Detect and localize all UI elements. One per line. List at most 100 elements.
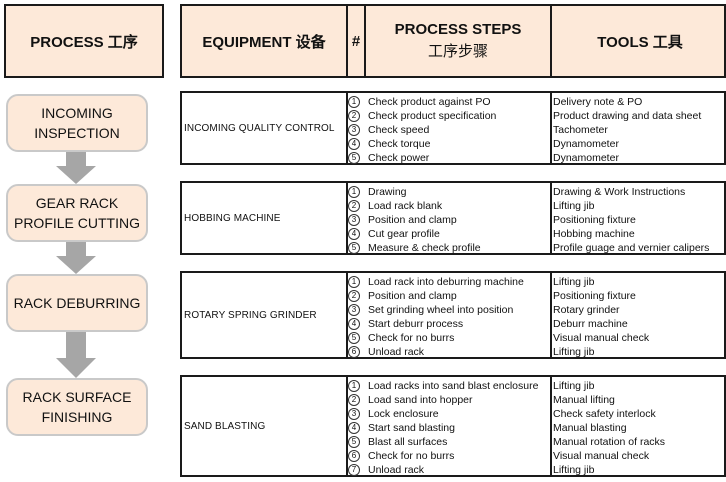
equipment-cell: SAND BLASTING xyxy=(182,377,346,475)
tool-text: Manual blasting xyxy=(553,422,627,434)
header-tools: TOOLS 工具 xyxy=(552,6,726,76)
tool-text: Tachometer xyxy=(553,124,608,136)
step-text: Check torque xyxy=(368,138,431,150)
step-number: 5 xyxy=(348,332,360,344)
step-number: 4 xyxy=(348,228,360,240)
step-text: Check for no burrs xyxy=(368,332,455,344)
step-number: 4 xyxy=(348,422,360,434)
tool-text: Deburr machine xyxy=(553,318,628,330)
tool-text: Dynamometer xyxy=(553,152,619,164)
header-process-label: PROCESS 工序 xyxy=(30,33,138,51)
step-text: Load rack blank xyxy=(368,200,443,212)
step-text: Cut gear profile xyxy=(368,228,440,240)
header-number: # xyxy=(348,6,364,76)
step-number: 2 xyxy=(348,110,360,122)
down-arrow-icon xyxy=(56,152,96,184)
step-text: Start sand blasting xyxy=(368,422,455,434)
step-number: 1 xyxy=(348,186,360,198)
tool-text: Visual manual check xyxy=(553,450,650,462)
step-text: Load rack into deburring machine xyxy=(368,276,524,288)
tool-text: Dynamometer xyxy=(553,138,619,150)
step-number: 3 xyxy=(348,124,360,136)
tool-text: Positioning fixture xyxy=(553,214,636,226)
step-text: Drawing xyxy=(368,186,407,198)
column-divider xyxy=(724,183,726,253)
column-divider xyxy=(724,377,726,475)
column-divider xyxy=(550,183,552,253)
tool-text: Manual lifting xyxy=(553,394,615,406)
step-text: Unload rack xyxy=(368,346,425,358)
tool-text: Rotary grinder xyxy=(553,304,620,316)
header-equipment-label: EQUIPMENT 设备 xyxy=(202,33,326,51)
column-divider xyxy=(346,93,348,163)
header-steps: PROCESS STEPS 工序步骤 xyxy=(366,6,550,76)
step-text: Check speed xyxy=(368,124,430,136)
down-arrow-icon xyxy=(56,242,96,274)
tool-text: Profile guage and vernier calipers xyxy=(553,242,710,254)
equipment-label: INCOMING QUALITY CONTROL xyxy=(184,122,335,134)
equipment-cell: INCOMING QUALITY CONTROL xyxy=(182,93,346,163)
step-number: 1 xyxy=(348,276,360,288)
step-text: Blast all surfaces xyxy=(368,436,448,448)
step-number: 5 xyxy=(348,436,360,448)
column-divider xyxy=(346,183,348,253)
process-label: RACK DEBURRING xyxy=(13,295,141,311)
process-label: FINISHING xyxy=(41,409,113,425)
step-number: 1 xyxy=(348,380,360,392)
process-label: INCOMING xyxy=(41,105,113,121)
step-text: Unload rack xyxy=(368,464,425,476)
column-divider xyxy=(724,273,726,357)
step-number: 3 xyxy=(348,214,360,226)
tool-text: Lifting jib xyxy=(553,380,595,392)
column-divider xyxy=(550,93,552,163)
tool-text: Lifting jib xyxy=(553,464,595,476)
step-number: 5 xyxy=(348,242,360,254)
table-row: 5 Measure & check profile Profile guage an… xyxy=(348,241,726,255)
tool-text: Manual rotation of racks xyxy=(553,436,666,448)
header-divider xyxy=(364,6,366,76)
tool-text: Product drawing and data sheet xyxy=(553,110,702,122)
tool-text: Lifting jib xyxy=(553,200,595,212)
step-number: 2 xyxy=(348,200,360,212)
table-row: 2 Check product specification Product draw… xyxy=(348,109,726,123)
header-tools-label: TOOLS 工具 xyxy=(597,33,683,51)
step-number: 2 xyxy=(348,394,360,406)
process-label: INSPECTION xyxy=(34,125,120,141)
step-text: Position and clamp xyxy=(368,290,457,302)
process-label: PROFILE CUTTING xyxy=(13,215,140,231)
down-arrow-icon xyxy=(56,332,96,378)
header-number-label: # xyxy=(351,32,361,50)
step-number: 4 xyxy=(348,318,360,330)
step-text: Measure & check profile xyxy=(368,242,481,254)
step-number: 4 xyxy=(348,138,360,150)
step-number: 6 xyxy=(348,346,360,358)
step-text: Check for no burrs xyxy=(368,450,455,462)
step-number: 3 xyxy=(348,304,360,316)
table-row: 6 Unload rack Lifting jib xyxy=(348,345,726,359)
tool-text: Lifting jib xyxy=(553,346,595,358)
column-divider xyxy=(550,273,552,357)
column-divider xyxy=(724,93,726,163)
step-number: 1 xyxy=(348,96,360,108)
header-divider xyxy=(550,6,552,76)
tool-text: Positioning fixture xyxy=(553,290,636,302)
process-box-incoming-inspection: INCOMING INSPECTION xyxy=(6,94,148,152)
table-row: 2 Load rack blank Lifting jib xyxy=(348,199,726,213)
column-divider xyxy=(550,377,552,475)
step-text: Check product specification xyxy=(368,110,497,122)
equipment-label: HOBBING MACHINE xyxy=(184,212,281,224)
step-text: Start deburr process xyxy=(368,318,464,330)
